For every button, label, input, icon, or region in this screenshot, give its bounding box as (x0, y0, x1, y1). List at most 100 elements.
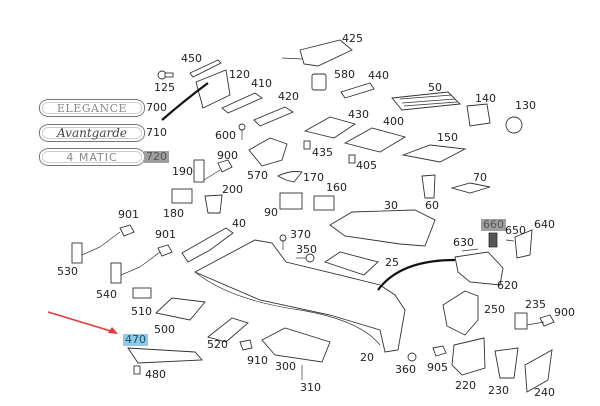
part-540-shape (110, 251, 161, 284)
part-label-600[interactable]: 600 (215, 129, 236, 142)
part-label-360[interactable]: 360 (395, 363, 416, 376)
part-60-shape (421, 174, 436, 199)
part-label-240[interactable]: 240 (534, 386, 555, 399)
part-125-shape (157, 70, 174, 80)
part-25-shape (323, 251, 379, 276)
part-label-405[interactable]: 405 (356, 159, 377, 172)
part-640-shape (514, 229, 533, 259)
part-label-910[interactable]: 910 (247, 354, 268, 367)
part-label-430[interactable]: 430 (348, 108, 369, 121)
part-510-shape (132, 287, 152, 299)
part-20-shape (193, 239, 406, 353)
badge-avantgarde[interactable]: Avantgarde (39, 124, 145, 142)
part-label-420[interactable]: 420 (278, 90, 299, 103)
part-580-shape (311, 73, 327, 91)
part-900-shape-top (217, 159, 233, 173)
part-label-905[interactable]: 905 (427, 361, 448, 374)
badge-4matic[interactable]: 4 MATIC (39, 148, 145, 166)
part-label-90[interactable]: 90 (264, 206, 278, 219)
part-240-shape (524, 349, 553, 393)
part-370-shape (279, 234, 287, 250)
part-label-190[interactable]: 190 (172, 165, 193, 178)
part-label-640[interactable]: 640 (534, 218, 555, 231)
part-label-660[interactable]: 660 (481, 218, 506, 231)
pointer-arrowhead (108, 327, 118, 334)
part-120-shape (195, 69, 231, 109)
part-905-shape (432, 345, 447, 357)
part-label-235[interactable]: 235 (525, 298, 546, 311)
part-150-shape (401, 144, 467, 163)
part-425-shape (281, 39, 353, 67)
part-label-901-b[interactable]: 901 (155, 228, 176, 241)
part-label-530[interactable]: 530 (57, 265, 78, 278)
part-70-shape (450, 182, 491, 194)
part-label-400[interactable]: 400 (383, 115, 404, 128)
part-label-480[interactable]: 480 (145, 368, 166, 381)
part-label-570[interactable]: 570 (247, 169, 268, 182)
part-label-710[interactable]: 710 (146, 126, 167, 139)
part-label-180[interactable]: 180 (163, 207, 184, 220)
part-label-125[interactable]: 125 (154, 81, 175, 94)
assembly-arrow-console (377, 258, 456, 291)
part-label-160[interactable]: 160 (326, 181, 347, 194)
part-label-30[interactable]: 30 (384, 199, 398, 212)
part-label-630[interactable]: 630 (453, 236, 474, 249)
part-label-900-top[interactable]: 900 (217, 149, 238, 162)
part-label-650[interactable]: 650 (505, 224, 526, 237)
part-label-300[interactable]: 300 (275, 360, 296, 373)
part-label-310[interactable]: 310 (300, 381, 321, 394)
part-200-shape (204, 194, 223, 214)
part-440-shape (340, 82, 375, 99)
part-label-510[interactable]: 510 (131, 305, 152, 318)
part-900-shape-bottom (539, 314, 555, 327)
part-480-shape (133, 365, 141, 375)
part-label-140[interactable]: 140 (475, 92, 496, 105)
part-40-shape (181, 227, 234, 263)
part-label-520[interactable]: 520 (207, 338, 228, 351)
part-650-shape (505, 239, 515, 242)
part-label-170[interactable]: 170 (303, 171, 324, 184)
part-label-120[interactable]: 120 (229, 68, 250, 81)
part-label-425[interactable]: 425 (342, 32, 363, 45)
part-label-150[interactable]: 150 (437, 131, 458, 144)
part-label-900-bottom[interactable]: 900 (554, 306, 575, 319)
part-620-shape (454, 251, 504, 286)
part-180-shape (171, 188, 193, 204)
part-label-720[interactable]: 720 (144, 150, 169, 163)
part-label-20[interactable]: 20 (360, 351, 374, 364)
part-label-220[interactable]: 220 (455, 379, 476, 392)
part-520-shape (207, 317, 249, 343)
part-label-620[interactable]: 620 (497, 279, 518, 292)
part-label-435[interactable]: 435 (312, 146, 333, 159)
part-label-230[interactable]: 230 (488, 384, 509, 397)
part-label-25[interactable]: 25 (385, 256, 399, 269)
part-label-70[interactable]: 70 (473, 171, 487, 184)
part-label-60[interactable]: 60 (425, 199, 439, 212)
part-label-440[interactable]: 440 (368, 69, 389, 82)
part-label-470[interactable]: 470 (123, 333, 148, 346)
part-label-250[interactable]: 250 (484, 303, 505, 316)
part-label-350[interactable]: 350 (296, 243, 317, 256)
part-label-410[interactable]: 410 (251, 77, 272, 90)
part-label-130[interactable]: 130 (515, 99, 536, 112)
part-360-shape (407, 352, 417, 362)
part-label-200[interactable]: 200 (222, 183, 243, 196)
part-label-450[interactable]: 450 (181, 52, 202, 65)
part-label-580[interactable]: 580 (334, 68, 355, 81)
part-901-shape-b (157, 244, 173, 257)
part-label-370[interactable]: 370 (290, 228, 311, 241)
part-90-shape (279, 192, 303, 210)
part-label-500[interactable]: 500 (154, 323, 175, 336)
part-label-50[interactable]: 50 (428, 81, 442, 94)
part-label-901-a[interactable]: 901 (118, 208, 139, 221)
part-label-40[interactable]: 40 (232, 217, 246, 230)
part-label-540[interactable]: 540 (96, 288, 117, 301)
part-label-700[interactable]: 700 (146, 101, 167, 114)
part-140-shape (466, 103, 491, 127)
pointer-arrow-line (47, 311, 115, 333)
part-190-shape (193, 159, 205, 183)
part-235-shape (514, 312, 528, 330)
part-530-shape (71, 231, 121, 264)
badge-elegance[interactable]: ELEGANCE (39, 99, 145, 117)
